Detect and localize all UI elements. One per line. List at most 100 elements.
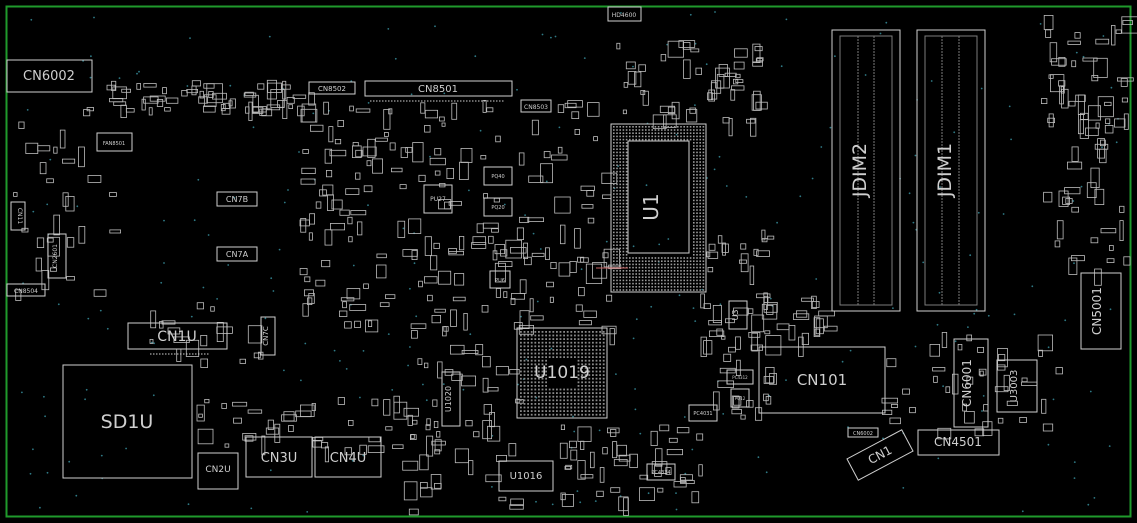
bga-ball	[577, 381, 580, 384]
smd-pad	[424, 109, 438, 119]
bga-ball	[683, 132, 685, 134]
smd-pad	[1095, 38, 1110, 45]
label-cn6002-small: CN6002	[853, 431, 873, 437]
bga-ball	[599, 374, 601, 376]
smd-pad	[203, 94, 217, 107]
smd-pad	[655, 448, 663, 467]
bga-ball	[520, 345, 522, 348]
bga-ball	[541, 381, 544, 384]
label-pu6: PU6	[495, 278, 505, 284]
label-pq20: PQ20	[491, 205, 504, 211]
bga-ball	[599, 370, 601, 373]
smd-pad	[613, 459, 628, 467]
smd-pad	[1059, 85, 1064, 105]
smd-pad	[634, 71, 642, 88]
bga-ball	[527, 413, 529, 416]
bga-ball	[619, 142, 621, 144]
bga-ball	[683, 126, 685, 128]
bga-ball	[629, 270, 631, 272]
bga-ball	[651, 260, 653, 262]
via	[250, 507, 253, 510]
via	[278, 248, 281, 251]
bga-ball	[534, 413, 537, 416]
bga-ball	[664, 257, 666, 259]
via	[298, 151, 300, 153]
bga-ball	[673, 279, 676, 282]
connector-cn7a: CN7A	[216, 246, 258, 262]
bga-ball	[566, 406, 569, 409]
bga-ball	[625, 151, 628, 154]
bga-ball	[693, 279, 695, 282]
bga-ball	[552, 388, 555, 391]
via	[100, 454, 103, 457]
bga-ball	[657, 282, 660, 285]
smd-pad	[324, 148, 333, 164]
smd-pad	[405, 147, 413, 153]
bga-ball	[619, 231, 621, 234]
smd-pad	[700, 336, 707, 357]
bga-ball	[693, 260, 695, 262]
bga-ball	[541, 334, 544, 337]
bga-ball	[599, 363, 601, 366]
bga-ball	[545, 410, 547, 412]
smd-pad	[801, 332, 810, 345]
via	[1082, 55, 1085, 58]
smd-pad	[730, 89, 736, 101]
cap-pc4334: PC4334	[646, 463, 676, 481]
bga-ball	[619, 132, 621, 134]
bga-ball	[545, 406, 547, 409]
bga-ball	[534, 367, 537, 369]
smd-pad	[712, 304, 722, 323]
bga-ball	[616, 228, 618, 230]
bga-ball	[523, 385, 526, 387]
bga-ball	[667, 273, 669, 275]
smd-pad	[528, 175, 544, 183]
smd-pad	[933, 375, 938, 383]
via	[539, 248, 542, 250]
bga-ball	[577, 341, 580, 344]
smd-pad	[329, 222, 345, 231]
smd-pad	[1094, 188, 1105, 206]
smd-pad	[111, 80, 117, 91]
bga-ball	[622, 250, 625, 253]
smd-pad	[437, 361, 443, 379]
bga-ball	[548, 349, 551, 351]
smd-pad	[713, 391, 720, 411]
bga-ball	[699, 161, 701, 163]
smd-pad	[513, 322, 523, 330]
smd-pad	[909, 406, 916, 414]
bga-ball	[673, 276, 676, 278]
bga-ball	[541, 399, 544, 402]
bga-ball	[613, 276, 615, 278]
bga-ball	[577, 370, 580, 373]
bga-ball	[641, 126, 644, 128]
bga-ball	[670, 270, 673, 272]
bga-ball	[651, 132, 653, 134]
bga-ball	[625, 158, 628, 160]
bga-ball	[635, 289, 637, 291]
bga-ball	[574, 352, 576, 355]
bga-ball	[530, 399, 533, 402]
bga-ball	[563, 406, 565, 409]
label-u3003: U3003	[1009, 370, 1020, 403]
via	[615, 373, 617, 375]
bga-ball	[635, 260, 637, 262]
bga-ball	[686, 276, 689, 278]
bga-ball	[702, 199, 705, 202]
bga-ball	[625, 270, 628, 272]
smd-pad	[1074, 32, 1081, 39]
smd-pad	[367, 138, 376, 158]
bga-ball	[588, 356, 591, 358]
bga-ball	[651, 273, 653, 275]
bga-ball	[702, 164, 705, 166]
bga-ball	[523, 392, 526, 394]
bga-ball	[599, 338, 601, 340]
smd-pad	[881, 397, 899, 404]
via	[32, 210, 35, 213]
bga-ball	[552, 349, 555, 351]
smd-pad	[196, 302, 204, 310]
bga-ball	[625, 273, 628, 275]
bga-ball	[616, 174, 618, 176]
bga-ball	[622, 199, 625, 202]
bga-ball	[527, 338, 529, 340]
